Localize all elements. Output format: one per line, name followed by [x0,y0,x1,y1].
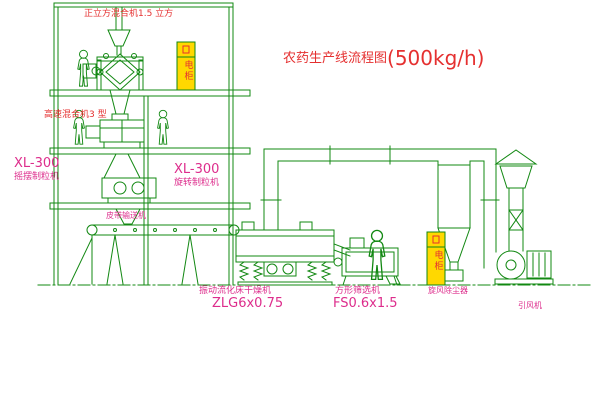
square-sieve [333,237,401,286]
title-text: 农药生产线流程图 [283,50,388,66]
belt-conveyor [69,224,240,285]
person-ground [368,229,386,281]
fluid-bed-dryer [235,221,351,286]
high-speed-mixer-label: 高速混合机3 型 [44,110,107,120]
cabinet-1-label: 电柜 [182,60,193,82]
person-second-floor-right [157,109,169,145]
top-feed-hopper [107,6,131,56]
sieve-model-label: FS0.6x1.5 [333,296,398,311]
cyclone-label: 旋风除尘器 [428,286,468,295]
granulator [101,177,157,225]
belt-conveyor-label: 皮带输送机 [106,211,146,220]
dryer-name-label: 振动流化床干燥机 [199,286,272,296]
high-speed-mixer [85,113,145,179]
fan-label: 引风机 [518,301,542,310]
control-cabinet-1 [176,41,196,91]
diagram-title: 农药生产线流程图 (500kg/h) [283,48,485,69]
control-cabinet-2 [426,231,446,286]
cabinet-2-label: 电柜 [432,250,443,272]
cube-mixer [82,53,144,115]
induced-draft-fan [494,250,554,285]
granulator-left-model-label: XL-300 [14,156,60,171]
exhaust-stack [494,149,538,252]
granulator-mid-name-label: 旋转制粒机 [174,178,220,188]
cube-mixer-label: 正立方混合机1.5 立方 [84,9,174,19]
dryer-model-label: ZLG6x0.75 [212,296,284,311]
sieve-name-label: 方形筛选机 [335,286,381,296]
granulator-left-name-label: 摇摆制粒机 [14,172,60,182]
title-capacity: (500kg/h) [387,46,485,70]
granulator-mid-model-label: XL-300 [174,162,220,177]
exhaust-duct [260,145,500,269]
